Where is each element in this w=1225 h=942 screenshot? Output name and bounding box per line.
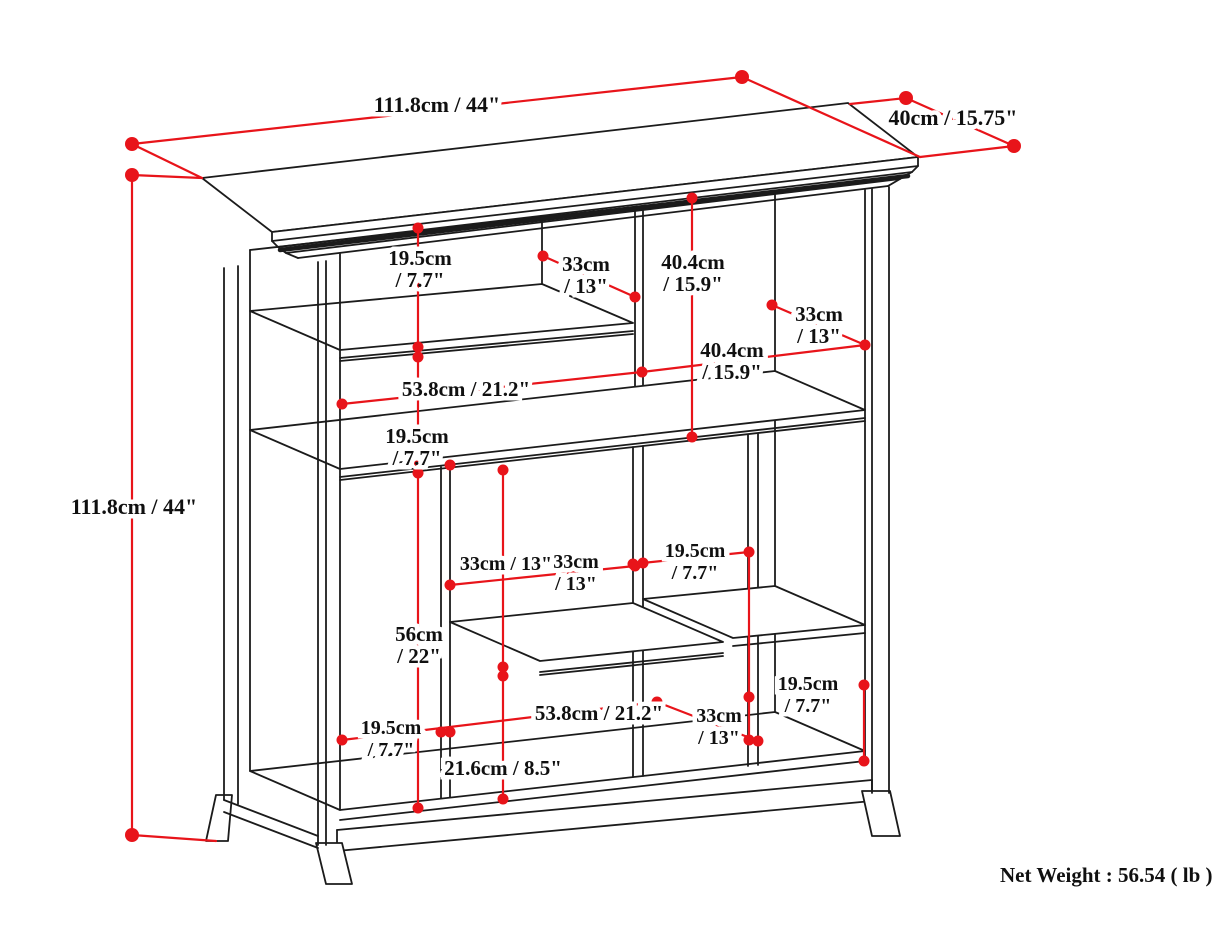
front-right-foot xyxy=(861,790,901,837)
dim-upper-left-width: 53.8cm / 21.2" xyxy=(402,377,530,401)
dim-shelf-gap-1: 19.5cm/ 7.7" xyxy=(388,246,452,292)
top-surface xyxy=(201,102,919,233)
back-left-foot xyxy=(205,794,233,842)
front-frame xyxy=(317,186,890,846)
dim-lower-right-height: 19.5cm/ 7.7" xyxy=(778,673,839,717)
dim-overall-depth: 40cm / 15.75" xyxy=(889,105,1018,130)
dim-overall-width: 111.8cm / 44" xyxy=(374,92,501,117)
dim-lower-left-width: 19.5cm/ 7.7" xyxy=(361,717,422,761)
net-weight-label: Net Weight : 56.54 ( lb ) xyxy=(1000,863,1213,887)
dim-lower-left-height: 56cm/ 22" xyxy=(395,622,443,668)
dimension-labels: 111.8cm / 44" 40cm / 15.75" 111.8cm / 44" 1… xyxy=(66,88,1022,785)
top-and-molding xyxy=(201,102,919,259)
upper-shelves xyxy=(249,283,866,481)
base-and-feet xyxy=(205,779,901,885)
dim-upper-right-width: 40.4cm/ 15.9" xyxy=(700,338,764,384)
dim-mid-cubby-height: 33cm/ 13" xyxy=(553,551,599,595)
left-side-panel xyxy=(223,265,319,849)
front-left-foot xyxy=(315,842,353,885)
dimension-lines xyxy=(130,75,1016,843)
dim-small-cubby-width: 19.5cm/ 7.7" xyxy=(665,540,726,584)
lower-shelves xyxy=(449,585,866,676)
dimension-dots xyxy=(125,70,1021,842)
dim-upper-depth-left: 33cm/ 13" xyxy=(562,252,610,298)
dim-shelf-gap-2: 19.5cm/ 7.7" xyxy=(385,424,449,470)
dim-overall-height: 111.8cm / 44" xyxy=(71,494,198,519)
dim-lower-depth: 33cm/ 13" xyxy=(696,705,742,749)
dim-mid-cubby-width: 33cm / 13" xyxy=(460,553,552,575)
dim-bottom-cubby-height: 21.6cm / 8.5" xyxy=(444,756,562,780)
dim-upper-right-height: 40.4cm/ 15.9" xyxy=(661,250,725,296)
dim-lower-span-width: 53.8cm / 21.2" xyxy=(535,701,663,725)
dim-upper-depth-right: 33cm/ 13" xyxy=(795,302,843,348)
